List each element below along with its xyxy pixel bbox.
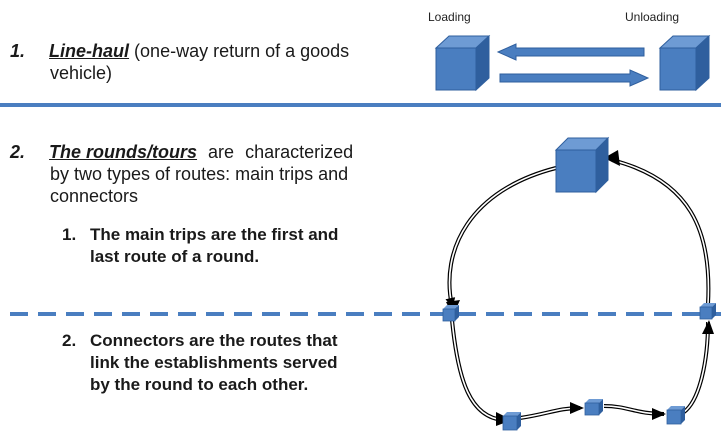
item2-text-line1: are characterized: [197, 142, 354, 162]
unloading-label: Unloading: [625, 10, 680, 24]
item2-text-line3: connectors: [50, 186, 139, 206]
sub1-number: 1.: [62, 225, 77, 244]
arrowhead-icon: [702, 320, 714, 334]
sub2-line2: link the establishments served: [90, 353, 338, 372]
arrowhead-icon: [604, 150, 620, 166]
item2-line1: 2. The rounds/tours are characterized: [10, 141, 420, 163]
establishment-right-icon: [699, 303, 716, 320]
loading-label: Loading: [428, 10, 471, 24]
sub2-line1: Connectors are the routes that: [90, 331, 338, 350]
sub2-number: 2.: [62, 331, 77, 350]
establishment-bottom3-icon: [666, 406, 685, 425]
item1-block: 1. Line-haul (one-way return of a goods: [10, 40, 420, 62]
loading-box-icon: [434, 34, 491, 92]
establishment-left-icon: [442, 305, 459, 322]
item1-text-line2: vehicle): [50, 63, 113, 83]
item1-number: 1.: [10, 41, 26, 61]
round-routes: [445, 158, 711, 422]
item1-text-line1: (one-way return of a goods: [129, 41, 350, 61]
item2-text-line2: by two types of routes: main trips and: [50, 164, 349, 184]
sub1-line1: The main trips are the first and: [90, 225, 339, 244]
depot-box-icon: [554, 136, 610, 194]
establishment-bottom1-icon: [502, 412, 521, 431]
sub2-line3: by the round to each other.: [90, 375, 309, 394]
item2-number: 2.: [10, 142, 26, 162]
item1-term: Line-haul: [49, 41, 130, 61]
sub1-line2: last route of a round.: [90, 247, 260, 266]
arrowhead-icon: [652, 408, 666, 420]
return-arrow-icon: [496, 43, 645, 61]
arrowhead-icon: [570, 402, 584, 414]
unloading-box-icon: [658, 34, 711, 92]
outbound-arrow-icon: [499, 69, 650, 87]
item2-term: The rounds/tours: [49, 142, 198, 162]
establishment-bottom2-icon: [584, 399, 603, 416]
